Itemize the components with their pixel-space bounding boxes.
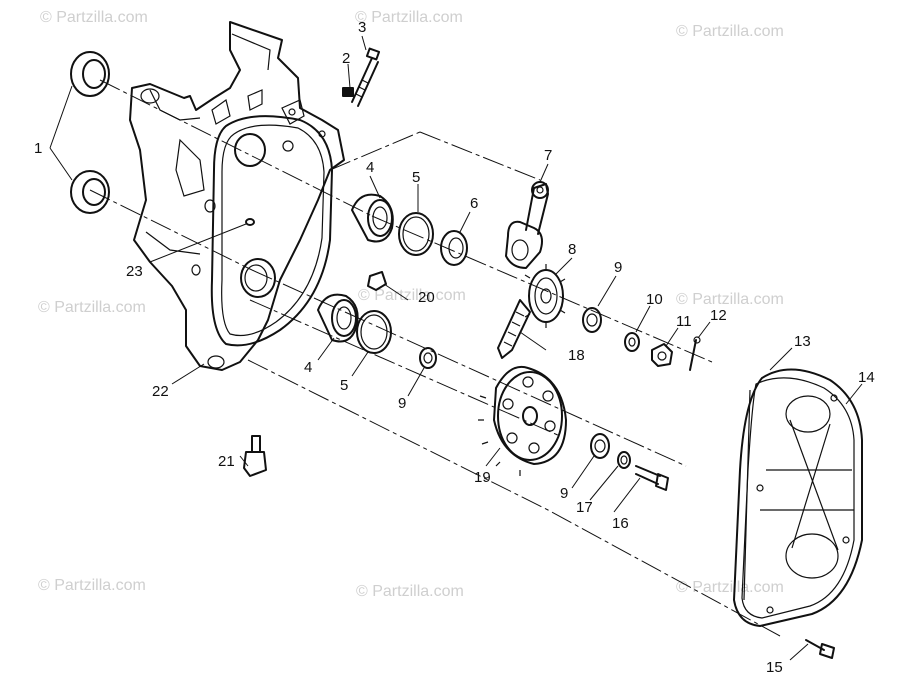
callout-22: 22 [152, 383, 169, 400]
washer-9-lower [590, 433, 610, 459]
bolt-16 [635, 465, 669, 491]
callout-4-lower: 4 [304, 359, 312, 376]
callout-9-upper: 9 [614, 259, 622, 276]
washer-lower [419, 347, 437, 369]
callout-5-upper: 5 [412, 169, 420, 186]
watermark: © Partzilla.com [38, 299, 146, 316]
callout-10: 10 [646, 291, 663, 308]
seal-upper [70, 51, 110, 97]
cotter-pin-12 [689, 336, 701, 371]
callout-2: 2 [342, 50, 350, 67]
watermark: © Partzilla.com [356, 583, 464, 600]
nut-20 [367, 271, 387, 291]
o-ring-lower [356, 310, 392, 354]
callout-19: 19 [474, 469, 491, 486]
washer-10 [624, 332, 640, 352]
nut-11 [651, 343, 673, 367]
sprocket-lower [478, 366, 567, 476]
callout-1: 1 [34, 140, 42, 157]
watermark: © Partzilla.com [38, 577, 146, 594]
watermark: © Partzilla.com [355, 9, 463, 26]
washer-17 [617, 451, 631, 469]
cover-bolt-15 [805, 639, 835, 659]
watermark-layer: © Partzilla.com © Partzilla.com © Partzi… [38, 9, 784, 600]
sprocket-upper [524, 264, 566, 328]
nut-2 [342, 87, 354, 97]
callout-6: 6 [470, 195, 478, 212]
watermark: © Partzilla.com [358, 287, 466, 304]
seal-6 [440, 230, 468, 266]
callout-labels: 1 2 3 4 4 5 5 6 7 8 9 9 9 10 11 12 13 14… [34, 19, 875, 676]
dowel-23 [245, 218, 255, 226]
callout-11: 11 [676, 313, 692, 330]
callout-18: 18 [568, 347, 585, 364]
tensioner-arm [505, 181, 549, 269]
drive-chain [497, 299, 531, 359]
callout-15: 15 [766, 659, 783, 676]
callout-21: 21 [218, 453, 235, 470]
callout-20: 20 [418, 289, 435, 306]
watermark: © Partzilla.com [676, 579, 784, 596]
callout-12: 12 [710, 307, 727, 324]
chaincase-cover [733, 368, 863, 627]
callout-9-middle: 9 [398, 395, 406, 412]
watermark: © Partzilla.com [40, 9, 148, 26]
callout-16: 16 [612, 515, 629, 532]
callout-14: 14 [858, 369, 875, 386]
callout-4-upper: 4 [366, 159, 374, 176]
chaincase-housing [129, 21, 345, 371]
callout-3: 3 [358, 19, 366, 36]
callout-8: 8 [568, 241, 576, 258]
watermark: © Partzilla.com [676, 23, 784, 40]
watermark: © Partzilla.com [676, 291, 784, 308]
seal-lower [70, 170, 110, 214]
callout-13: 13 [794, 333, 811, 350]
leader-lines [49, 35, 863, 661]
callout-9-lower: 9 [560, 485, 568, 502]
bearing-lower [317, 293, 359, 343]
callout-23: 23 [126, 263, 143, 280]
bolt-3 [351, 47, 381, 107]
bearing-upper [351, 193, 394, 243]
callout-5-lower: 5 [340, 377, 348, 394]
callout-17: 17 [576, 499, 593, 516]
washer-9-upper [582, 307, 602, 333]
callout-7: 7 [544, 147, 552, 164]
o-ring-upper [398, 212, 434, 256]
plug-21 [243, 435, 267, 477]
